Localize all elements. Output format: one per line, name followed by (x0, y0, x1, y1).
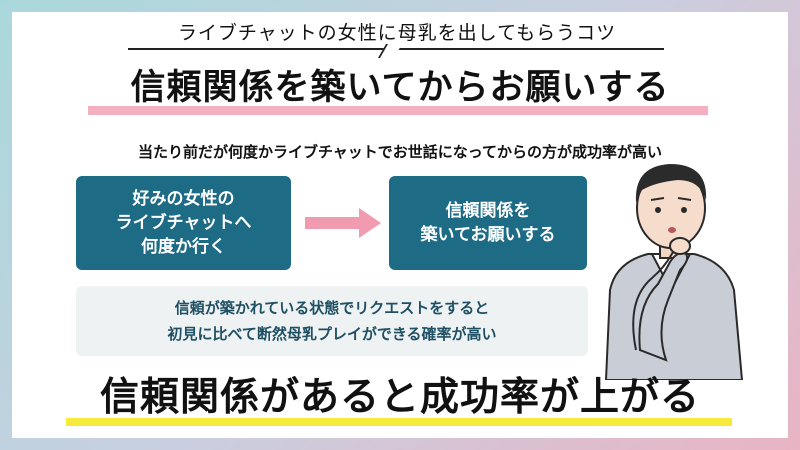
flow-step-start-line: 好みの女性の (132, 189, 235, 209)
info-line: 信頼が築かれている状態でリクエストをすると (174, 299, 490, 317)
info-box: 信頼が築かれている状態でリクエストをすると 初見に比べて断然母乳プレイができる確… (76, 286, 588, 356)
flow-step-goal: 信頼関係を 築いてお願いする (389, 176, 587, 270)
info-line: 初見に比べて断然母乳プレイができる確率が高い (167, 325, 497, 343)
right-arrow-icon (305, 208, 381, 238)
headline: 信頼関係を築いてからお願いする (130, 68, 670, 108)
flow-step-start-line: ライブチャットへ (115, 213, 252, 233)
flow-step-goal-line: 築いてお願いする (420, 225, 556, 245)
conclusion-underline (66, 418, 732, 426)
flow-step-start-line: 何度か行く (141, 237, 226, 257)
subtitle: ライブチャットの女性に母乳を出してもらうコツ (177, 22, 617, 44)
flow-step-start: 好みの女性の ライブチャットへ 何度か行く (76, 176, 291, 270)
conclusion: 信頼関係があると成功率が上がる (99, 375, 700, 420)
thinking-businessman-illustration (604, 164, 744, 380)
flow-step-goal-line: 信頼関係を (445, 201, 531, 221)
intro-text: 当たり前だが何度かライブチャットでお世話になってからの方が成功率が高い (137, 143, 663, 161)
headline-underline (88, 106, 708, 115)
